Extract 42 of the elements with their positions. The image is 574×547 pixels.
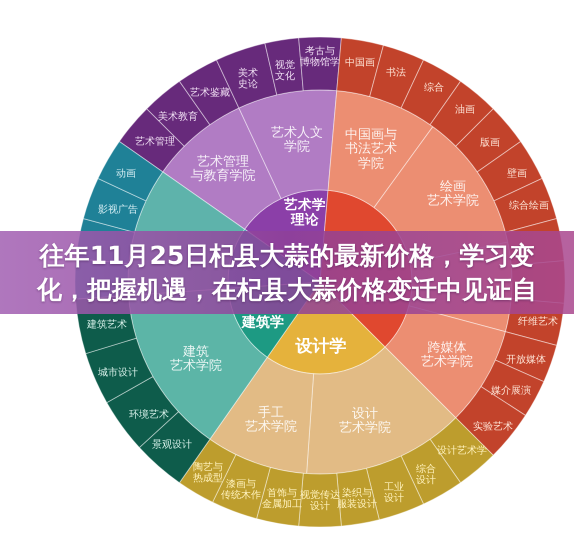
sector-label: 建筑艺术 bbox=[87, 320, 127, 330]
sunburst-sector bbox=[146, 81, 210, 147]
sector-label: 媒介展演 bbox=[491, 386, 531, 396]
sector-label: 跨媒体艺术学院 bbox=[421, 342, 473, 370]
sector-label: 设计学 bbox=[296, 338, 346, 356]
sector-label: 景观设计 bbox=[152, 440, 192, 450]
sector-label: 中国画 bbox=[345, 58, 375, 68]
sector-label: 漆画与传统木作 bbox=[221, 479, 261, 501]
sector-label: 艺术学理论 bbox=[284, 198, 326, 228]
sector-label: 手工艺术学院 bbox=[245, 406, 297, 436]
title: 往年11月25日杞县大蒜的最新价格，学习变化，把握机遇，在杞县大蒜价格变迁中见证自 bbox=[36, 240, 538, 306]
sector-label: 影视广告 bbox=[98, 204, 138, 216]
sector-label: 综合 bbox=[424, 82, 444, 94]
sector-label: 壁画 bbox=[507, 168, 527, 180]
sunburst-sector bbox=[494, 178, 557, 233]
sector-label: 建筑学 bbox=[242, 315, 284, 331]
sector-label: 动画 bbox=[116, 168, 136, 180]
sector-label: 中国画与书法艺术学院 bbox=[345, 128, 397, 172]
sector-label: 艺术管理 bbox=[135, 136, 175, 148]
sector-label: 油画 bbox=[455, 104, 475, 116]
sector-label: 书法 bbox=[386, 68, 406, 78]
sector-label: 建筑艺术学院 bbox=[170, 346, 222, 374]
sector-label: 环境艺术 bbox=[129, 410, 169, 420]
sector-label: 城市设计 bbox=[98, 368, 138, 378]
sector-label: 美术教育 bbox=[158, 112, 198, 122]
sector-label: 纤维艺术 bbox=[518, 316, 558, 328]
sector-label: 艺术鉴藏 bbox=[190, 88, 230, 98]
sector-label: 综合绘画 bbox=[509, 200, 549, 212]
sector-label: 艺术管理与教育学院 bbox=[190, 156, 256, 184]
sector-label: 开放媒体 bbox=[506, 354, 546, 366]
sector-label: 综合设计 bbox=[416, 464, 436, 486]
sunburst-sector bbox=[83, 178, 146, 233]
sector-label: 视觉文化 bbox=[275, 60, 295, 82]
sunburst-sector bbox=[85, 338, 153, 403]
sector-label: 绘画艺术学院 bbox=[427, 180, 479, 210]
sector-label: 陶艺与热成型 bbox=[193, 462, 223, 484]
sector-label: 版画 bbox=[480, 138, 500, 148]
sector-label: 艺术人文学院 bbox=[271, 126, 323, 156]
sector-label: 实验艺术 bbox=[473, 422, 513, 432]
sector-label: 工业设计 bbox=[384, 482, 404, 504]
sector-label: 设计艺术学院 bbox=[339, 408, 391, 436]
sector-label: 美术史论 bbox=[238, 68, 258, 90]
